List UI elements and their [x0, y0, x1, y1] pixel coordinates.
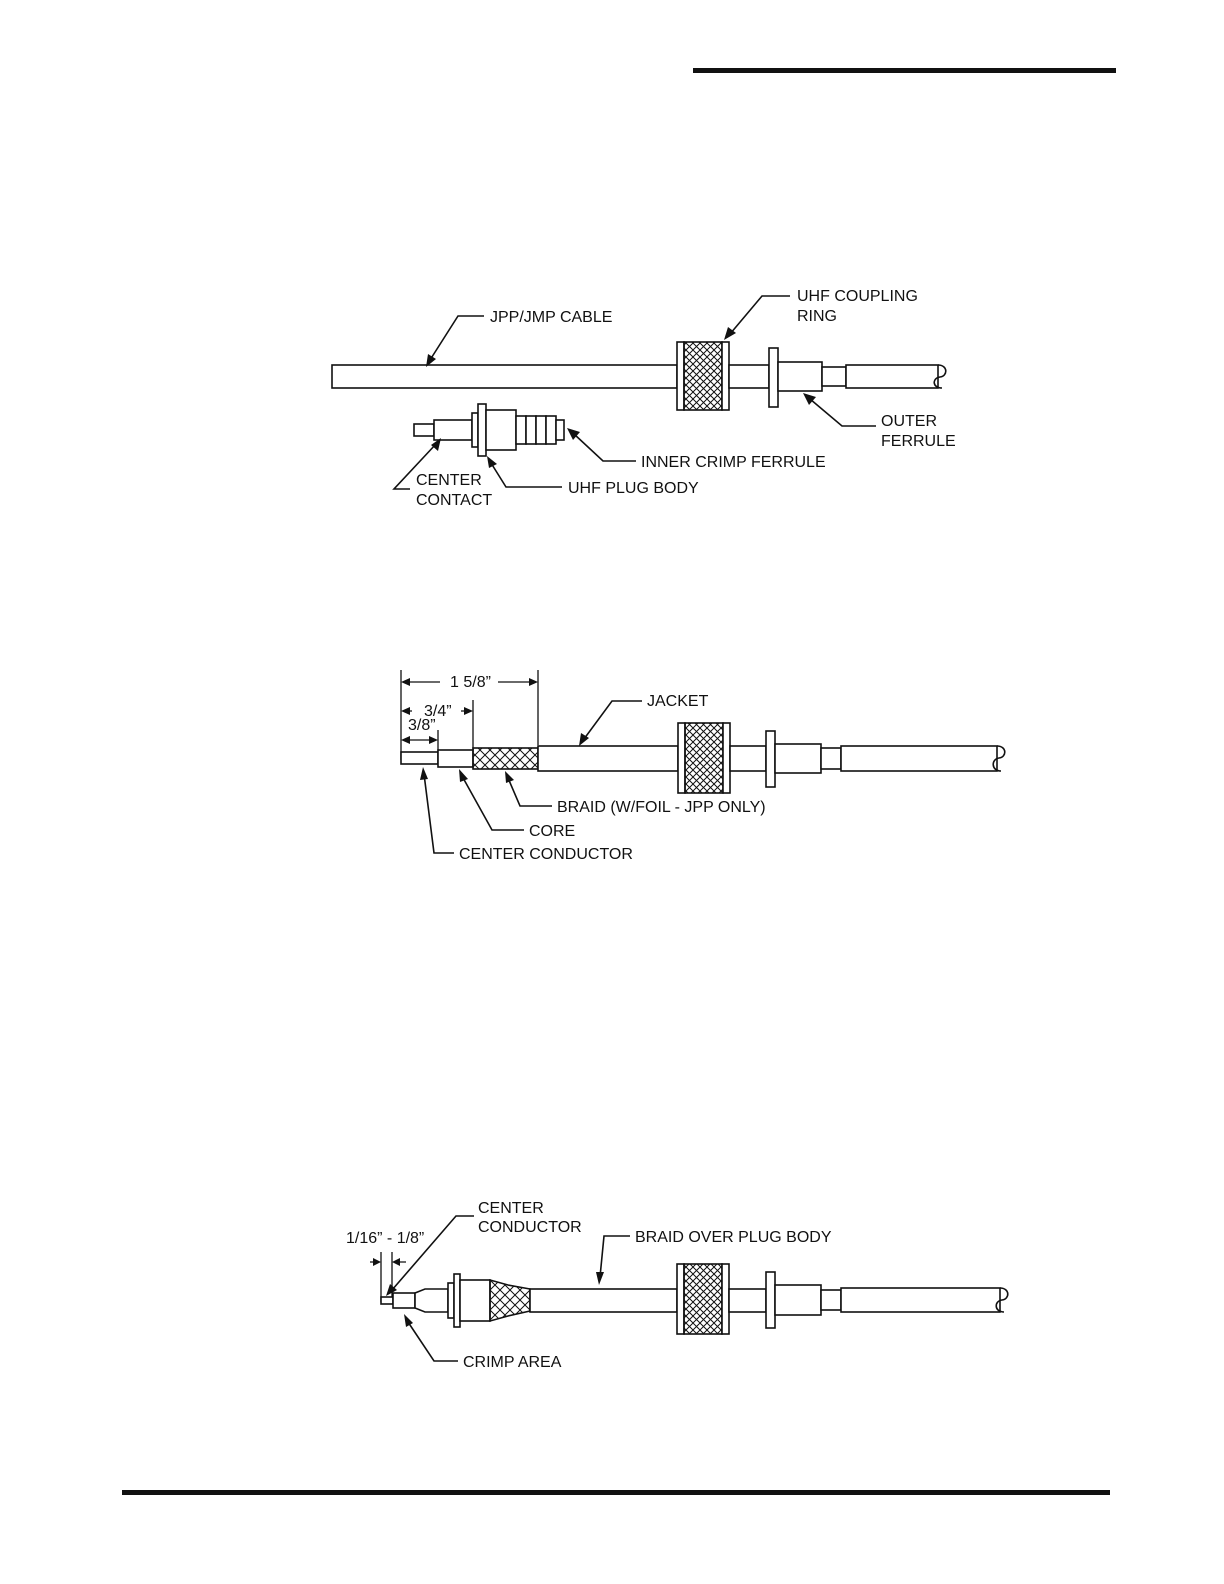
label-center-contact-line1: CENTER	[416, 472, 482, 489]
label-center-contact-line2: CONTACT	[416, 492, 492, 509]
label-uhf-coupling-ring-line2: RING	[797, 308, 837, 325]
label-jacket: JACKET	[647, 693, 709, 710]
figure-3-assembled-connector: CENTER CONDUCTOR 1/16” - 1/8” BRAID OVER…	[0, 1190, 1224, 1380]
footer-rule	[122, 1490, 1110, 1495]
leader-braid-over-plug-body	[596, 1236, 630, 1285]
assembled-connector-drawing	[381, 1264, 1008, 1334]
leader-uhf-plug-body	[487, 456, 562, 487]
leader-uhf-coupling-ring	[724, 296, 790, 340]
leader-center-conductor	[420, 767, 454, 853]
leader-core	[459, 769, 524, 830]
cable-assembly	[332, 342, 946, 410]
label-center-conductor-fig3-line1: CENTER	[478, 1200, 544, 1217]
leader-crimp-area	[404, 1314, 458, 1361]
label-crimp-area: CRIMP AREA	[463, 1354, 562, 1371]
leader-jacket	[579, 701, 642, 746]
label-outer-ferrule-line2: FERRULE	[881, 433, 956, 450]
label-dim-1-16-1-8: 1/16” - 1/8”	[346, 1230, 424, 1247]
leader-jpp-jmp-cable	[426, 316, 484, 367]
leader-braid	[505, 771, 552, 806]
label-uhf-coupling-ring-line1: UHF COUPLING	[797, 288, 918, 305]
leader-inner-crimp-ferrule	[567, 428, 636, 461]
label-dim-3-8: 3/8”	[408, 717, 436, 734]
leader-outer-ferrule	[803, 393, 876, 426]
label-braid-over-plug-body: BRAID OVER PLUG BODY	[635, 1229, 832, 1246]
figure-2-cable-strip-dimensions: 1 5/8” 3/4” 3/8” JACKET BRAID (W/FOIL - …	[0, 660, 1224, 870]
label-dim-1-5-8: 1 5/8”	[450, 674, 491, 691]
label-uhf-plug-body: UHF PLUG BODY	[568, 480, 699, 497]
figure-1-connector-parts: JPP/JMP CABLE UHF COUPLING RING OUTER FE…	[0, 270, 1224, 530]
label-jpp-jmp-cable: JPP/JMP CABLE	[490, 309, 612, 326]
header-rule	[693, 68, 1116, 73]
label-inner-crimp-ferrule: INNER CRIMP FERRULE	[641, 454, 826, 471]
label-center-conductor-fig3-line2: CONDUCTOR	[478, 1219, 582, 1236]
label-center-conductor: CENTER CONDUCTOR	[459, 846, 633, 863]
stripped-cable	[401, 723, 1005, 793]
label-core: CORE	[529, 823, 575, 840]
label-outer-ferrule-line1: OUTER	[881, 413, 937, 430]
label-braid: BRAID (W/FOIL - JPP ONLY)	[557, 799, 766, 816]
